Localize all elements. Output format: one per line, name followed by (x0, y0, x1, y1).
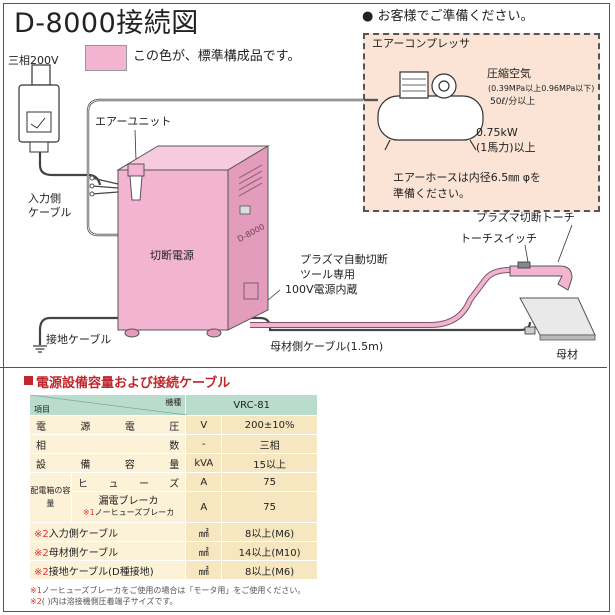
footnote-2-mark: ※2 (30, 597, 42, 606)
table-row: 配電箱の容量 ヒューズ A 75 (29, 472, 318, 523)
fuse-label: ヒューズ (70, 472, 187, 492)
table-row: 相数-三相 (28, 434, 318, 454)
input-cable-label-1: 入力側 (28, 192, 61, 205)
auto-tool-label-2: ツール専用 (300, 268, 355, 281)
row-value: 三相 (221, 434, 318, 454)
legend-swatch (85, 45, 127, 71)
air-unit-label: エアーユニット (95, 115, 172, 128)
leak-breaker-label: 漏電ブレーカ (98, 496, 159, 508)
legend-text: この色が、標準構成品です。 (133, 49, 301, 64)
hose-note-2: 準備ください。 (393, 187, 470, 200)
row-unit: ㎟ (185, 541, 223, 561)
footnote-1-mark: ※1 (30, 586, 42, 595)
leak-unit: A (185, 491, 223, 523)
hose-note-1: エアーホースは内径6.5㎜ φを (393, 171, 542, 184)
footnote-2-text: ( )内は溶接機側圧着端子サイズです。 (41, 597, 178, 606)
row-label: 相数 (28, 434, 187, 454)
row-mark: ※2 (34, 547, 49, 559)
power-supply-label: 三相200V (8, 54, 59, 67)
connection-diagram (18, 64, 596, 353)
pressure-spec: (0.39MPa以上0.96MPa以下) (488, 84, 595, 93)
row-value: 15以上 (221, 453, 318, 473)
table-header-row: 項目 機種 VRC-81 (28, 394, 318, 416)
compressed-air-label: 圧縮空気 (487, 67, 531, 80)
row-mark: ※2 (34, 566, 49, 578)
fuse-value: 75 (221, 472, 318, 492)
diagram-title: D-8000接続図 (14, 8, 199, 39)
row-unit: ㎟ (185, 560, 223, 580)
base-metal-label: 母材 (556, 348, 578, 361)
row-unit: - (185, 434, 223, 454)
ground-cable-label: 接地ケーブル (46, 333, 112, 346)
power-outlet-box (18, 64, 60, 153)
auto-tool-label-1: プラズマ自動切断 (300, 253, 388, 266)
row-value: 8以上(M6) (221, 560, 318, 580)
row-mark: ※2 (34, 528, 49, 540)
table-row: 漏電ブレーカ ※1ノーヒューズブレーカ A 75 (30, 491, 318, 523)
page-frame (3, 3, 610, 612)
power-unit-label: 切断電源 (150, 249, 194, 262)
row-label: 接地ケーブル(D種接地) (48, 566, 154, 578)
torch-switch-label: トーチスイッチ (460, 232, 537, 245)
power-spec: 0.75kW (476, 126, 518, 139)
air-unit (127, 163, 145, 201)
breaker-group-label: 配電箱の容量 (29, 472, 72, 523)
leak-value: 75 (221, 491, 318, 523)
table-title-marker (24, 376, 33, 385)
footnote-1: ※1ノーヒューズブレーカをご使用の場合は「モータ用」をご使用ください。 (30, 586, 305, 595)
row-value: 8以上(M6) (221, 522, 318, 542)
section-divider (0, 367, 607, 368)
ground-symbol (33, 345, 47, 353)
input-cable-label-2: ケーブル (28, 206, 72, 219)
fuse-unit: A (185, 472, 223, 492)
horsepower-spec: (1馬力)以上 (476, 141, 536, 154)
row-unit: ㎟ (185, 522, 223, 542)
footnote-1-text: ノーヒューズブレーカをご使用の場合は「モータ用」をご使用ください。 (41, 586, 306, 595)
header-model-label: 機種 (165, 398, 182, 407)
leak-breaker-mark: ※1 (82, 508, 95, 518)
table-header-item-cell: 項目 機種 (28, 394, 187, 416)
table-title: 電源設備容量および接続ケーブル (36, 376, 231, 391)
footnote-2: ※2( )内は溶接機側圧着端子サイズです。 (30, 597, 178, 606)
base-cable-label: 母材側ケーブル(1.5m) (270, 340, 384, 353)
compressor-drawing (364, 71, 484, 151)
row-unit: kVA (185, 453, 223, 473)
row-label: 母材側ケーブル (48, 547, 119, 559)
base-metal-plate (519, 297, 596, 341)
row-label: 入力側ケーブル (48, 528, 119, 540)
header-item: 項目 (34, 405, 50, 414)
row-label: 設備容量 (28, 453, 187, 473)
customer-note: ● お客様でご準備ください。 (362, 9, 534, 24)
row-label: 電源電圧 (28, 415, 187, 435)
row-value: 14以上(M10) (221, 541, 318, 561)
plasma-torch-label: プラズマ切断トーチ (476, 211, 575, 224)
plasma-torch (509, 261, 573, 291)
row-value: 200±10% (221, 415, 318, 435)
input-cable-plugs (89, 175, 119, 197)
auto-tool-label-3: 100V電源内蔵 (285, 283, 358, 296)
compressor-title: エアーコンプレッサ (372, 37, 471, 50)
leak-breaker-note: ノーヒューズブレーカ (94, 508, 175, 518)
flow-spec: 50ℓ/分以上 (490, 97, 536, 107)
leak-breaker-cell: 漏電ブレーカ ※1ノーヒューズブレーカ (70, 491, 187, 523)
header-model-value: VRC-81 (185, 394, 318, 416)
row-unit: V (185, 415, 223, 435)
